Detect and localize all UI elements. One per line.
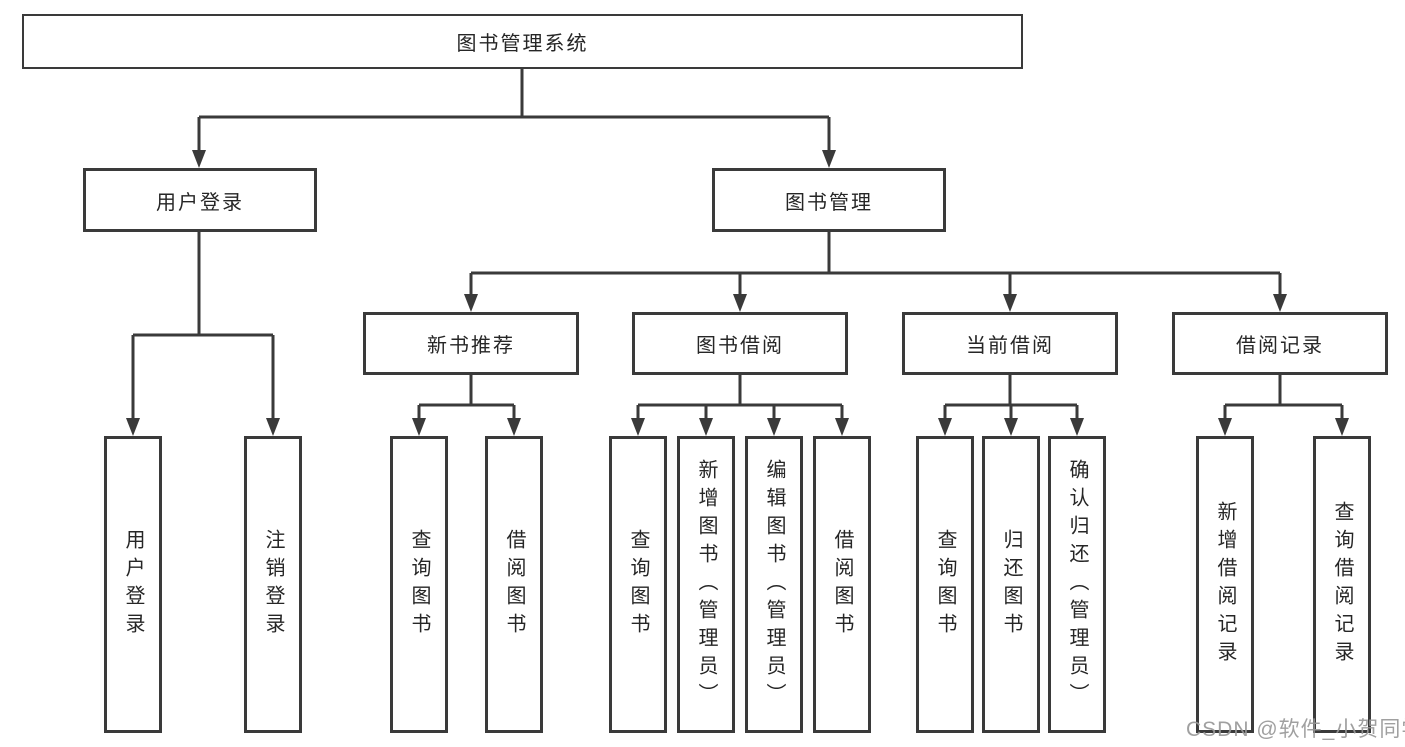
- node-logout: 注销登录: [244, 436, 302, 733]
- node-new-book-recommend: 新书推荐: [363, 312, 579, 375]
- node-edit-book-admin: 编辑图书（管理员）: [745, 436, 803, 733]
- node-borrow-book-2: 借阅图书: [813, 436, 871, 733]
- node-user-login-branch: 用户登录: [83, 168, 317, 232]
- node-return-book: 归还图书: [982, 436, 1040, 733]
- node-query-book-2: 查询图书: [609, 436, 667, 733]
- node-book-borrowing: 图书借阅: [632, 312, 848, 375]
- node-query-book-1: 查询图书: [390, 436, 448, 733]
- node-query-borrow-record: 查询借阅记录: [1313, 436, 1371, 733]
- csdn-watermark: CSDN @软件_小贺同学: [1186, 718, 1405, 741]
- node-borrowing-records: 借阅记录: [1172, 312, 1388, 375]
- arrowheads: [126, 150, 1349, 436]
- node-library-management-system: 图书管理系统: [22, 14, 1023, 69]
- node-query-book-3: 查询图书: [916, 436, 974, 733]
- node-current-borrowing: 当前借阅: [902, 312, 1118, 375]
- node-confirm-return-admin: 确认归还（管理员）: [1048, 436, 1106, 733]
- node-add-borrow-record: 新增借阅记录: [1196, 436, 1254, 733]
- node-add-book-admin: 新增图书（管理员）: [677, 436, 735, 733]
- node-book-management-branch: 图书管理: [712, 168, 946, 232]
- node-user-login: 用户登录: [104, 436, 162, 733]
- connector-lines: [131, 69, 1344, 419]
- node-borrow-book-1: 借阅图书: [485, 436, 543, 733]
